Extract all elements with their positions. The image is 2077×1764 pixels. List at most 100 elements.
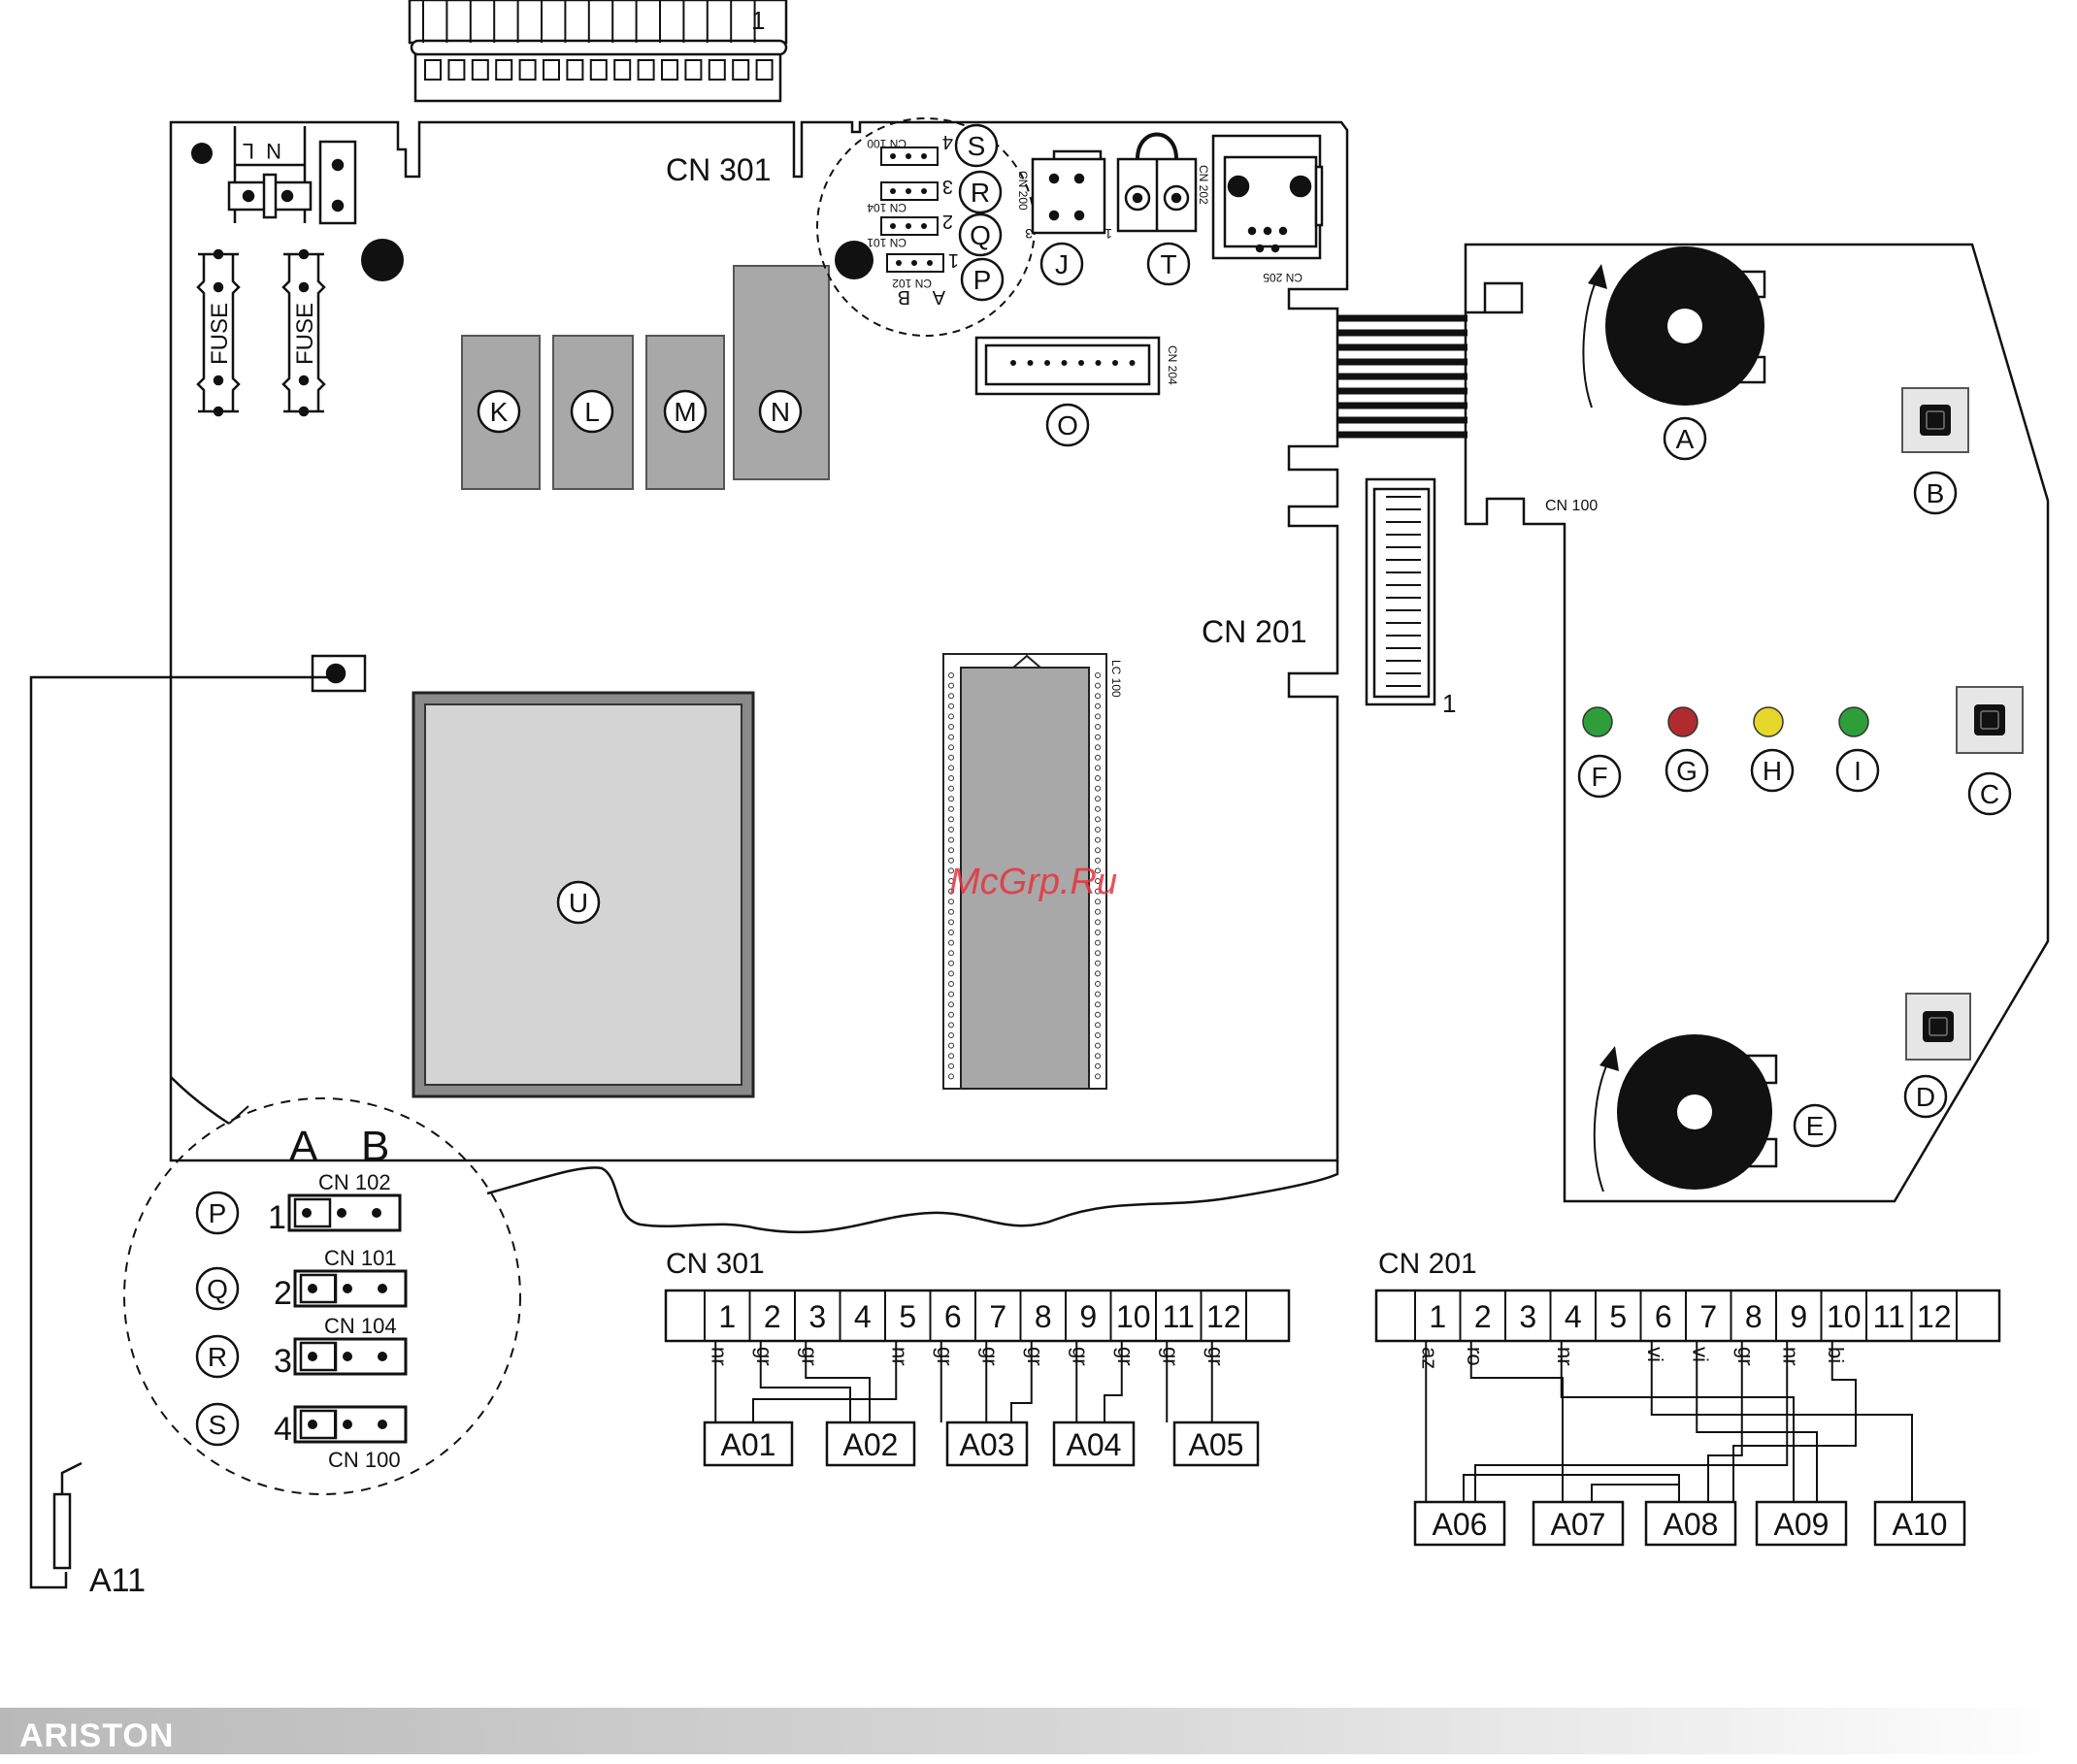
small-n4: 4 [942,131,953,152]
callout-b-label: B [1927,478,1945,508]
leds [1582,706,1869,737]
wire-a09 [1696,1364,1818,1502]
table-pin-7: 7 [1699,1299,1717,1334]
top-connector-slot [708,59,726,81]
device-label-a10: A10 [1893,1507,1948,1542]
ic-pin [948,836,954,843]
jumper-number-1: 1 [268,1199,286,1236]
ic-pin [1095,796,1101,802]
table-pin-12: 12 [1917,1299,1952,1334]
fuse-1 [196,248,241,417]
main-board [169,120,1349,1162]
button-c[interactable] [1956,686,2024,754]
callout-i-circle [1835,748,1880,793]
table-pin-1: 1 [1429,1299,1446,1334]
table-pin-3: 3 [1519,1299,1536,1334]
ic-pin [1095,702,1101,709]
cn301-table-title: CN 301 [666,1248,765,1280]
ic-pin [948,1011,954,1018]
ic-pin [948,765,954,771]
ic-pin [948,930,954,935]
ic-pin [948,878,954,884]
jumper-divider [334,1275,336,1302]
ic-pin [948,754,954,761]
device-box-a04 [1052,1421,1136,1467]
ic-pin [948,981,954,987]
ic-pin [948,867,954,874]
jumper-col-a: A [289,1123,318,1170]
device-label-a08: A08 [1664,1507,1719,1542]
button-b[interactable] [1901,387,1969,453]
cn201-table-title: CN 201 [1378,1248,1477,1280]
ic-pin [1095,693,1101,700]
jumper-cn-label: CN 100 [328,1448,401,1472]
ic-pin [948,1022,954,1029]
ic-pin [948,827,954,833]
panel-cn100-label: CN 100 [1545,498,1598,514]
top-connector-slot [589,59,608,81]
top-connector-pin-label: 1 [751,6,765,35]
callout-f-label: F [1591,762,1607,792]
jumper-number-2: 2 [274,1275,292,1312]
cn201-board-pins [1386,496,1421,687]
callout-l-circle [570,389,614,434]
ic-pin [948,950,954,957]
mounting-hole [191,143,213,164]
ic-pin [948,960,954,966]
small-jumper-pins [890,153,933,266]
callout-j-circle [1039,242,1084,286]
callout-c-label: C [1980,779,1999,809]
ic-pin [948,939,954,946]
cn204-pin [1061,360,1068,366]
ic-pin [1095,1032,1101,1038]
ic-pin [948,908,954,915]
callout-n-label: N [771,397,790,427]
ic-pin [948,805,954,812]
wire-color-label: gr [752,1347,776,1366]
table-pin-8: 8 [1745,1299,1763,1334]
table-pin-11: 11 [1873,1299,1905,1334]
wire-color-label: gr [933,1347,957,1366]
callout-r-circle [958,170,1003,214]
ic-pin [1095,898,1101,905]
ic-pin [1095,847,1101,854]
callout-d-circle [1903,1074,1948,1119]
small-n2: 2 [942,211,953,232]
jumper-pin [337,1208,346,1218]
device-label-a01: A01 [721,1427,776,1462]
ic-pin [1095,960,1101,966]
ic-pin [948,744,954,751]
jumper-number-4: 4 [274,1411,292,1448]
device-box-a09 [1755,1500,1848,1547]
cn204-pin [1095,360,1102,366]
control-panel [1464,243,2050,1203]
button-d[interactable] [1905,993,1971,1061]
wire-a08 [1732,1364,1857,1502]
ic-pin [948,672,954,678]
relays [461,265,830,490]
cn202-connector [1116,132,1198,233]
top-connector-slot [613,59,632,81]
cn204-pin [1010,360,1016,366]
ic-pin [948,785,954,792]
callout-o-circle [1045,403,1090,447]
jumper-zoom-area [123,1097,521,1495]
ic-pin [1095,1042,1101,1049]
callout-q-circle [958,212,1003,257]
zoom-connector-line [228,1105,249,1125]
fuse-2-label: FUSE [292,303,318,365]
table-pin-9: 9 [1079,1299,1097,1334]
callout-b-circle [1913,471,1958,515]
jumper-divider [334,1411,336,1438]
wire-color-label: gr [1113,1347,1137,1366]
wire-a09 [1560,1364,1795,1502]
power-l-label: L [243,139,254,163]
ic-pin [948,898,954,905]
ic-pin [1095,919,1101,926]
callout-h-label: H [1763,756,1782,786]
callout-p-circle [960,257,1005,302]
jumper-cap [293,1197,332,1228]
jumper-pin [378,1420,387,1429]
